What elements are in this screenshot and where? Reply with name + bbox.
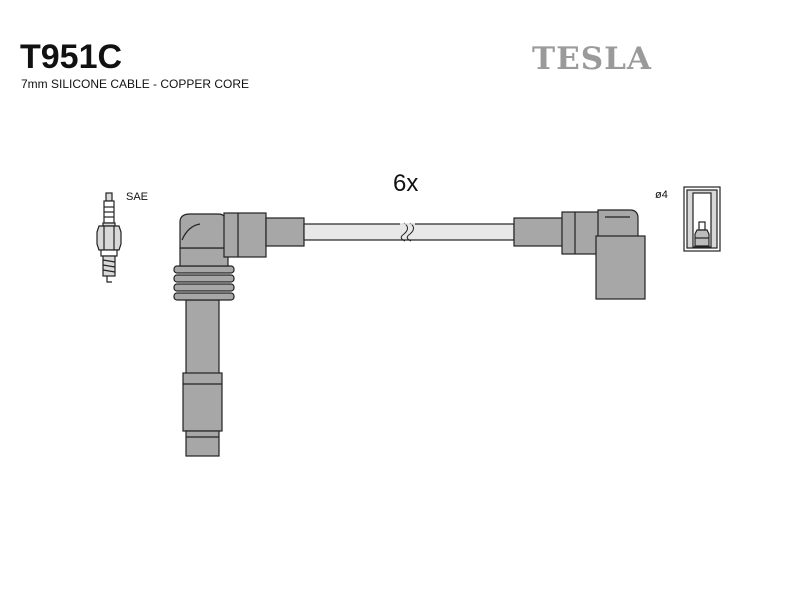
ignition-cable: [303, 222, 515, 242]
spark-plug-icon: [96, 192, 122, 283]
cable-description: 7mm SILICONE CABLE - COPPER CORE: [21, 77, 250, 91]
brand-logo: TESLA: [532, 41, 652, 77]
quantity-label: 6x: [393, 170, 418, 197]
spark-plug-boot: [173, 212, 305, 457]
terminal-icon: [683, 186, 721, 252]
part-number: T951C: [20, 38, 123, 76]
spark-plug-label: SAE: [126, 191, 148, 203]
terminal-diameter-label: ø4: [655, 189, 668, 201]
coil-boot: [513, 209, 646, 300]
